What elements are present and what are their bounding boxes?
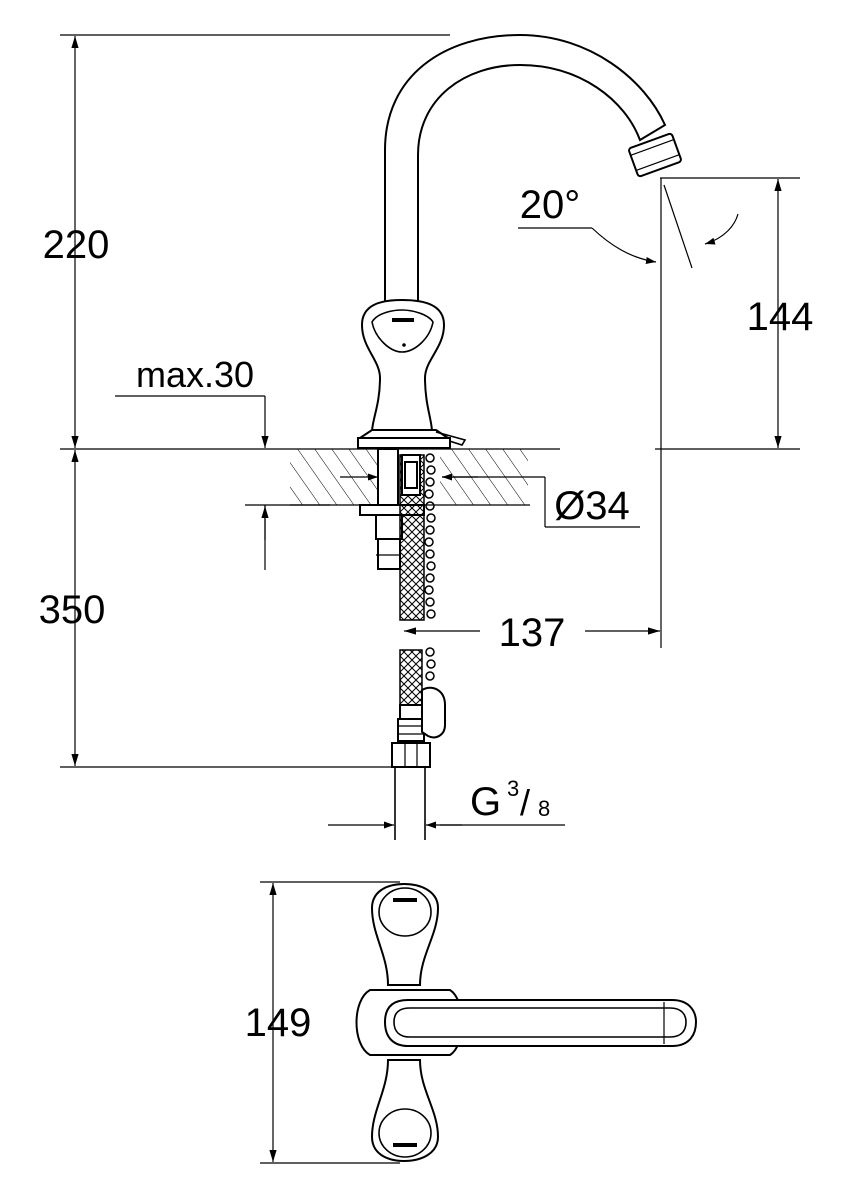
side-view: 220 350 max.30 xyxy=(39,33,814,840)
diameter-34-label: Ø34 xyxy=(554,484,630,528)
thread-denominator: 8 xyxy=(538,796,550,821)
angle-20-label: 20° xyxy=(520,183,581,227)
thread-g-label: G xyxy=(470,780,501,824)
dimension-350: 350 xyxy=(39,450,400,768)
dimension-144-label: 144 xyxy=(747,295,814,339)
dimension-350-label: 350 xyxy=(39,588,106,632)
dimension-thread: G 3 / 8 xyxy=(328,776,565,829)
dimension-137: 137 xyxy=(404,178,662,655)
dimension-149: 149 xyxy=(245,881,400,1164)
dimension-220: 220 xyxy=(43,34,450,448)
top-view: 149 xyxy=(245,881,698,1164)
dimension-220-label: 220 xyxy=(43,223,110,267)
dimension-max30: max.30 xyxy=(115,354,330,570)
dimension-137-label: 137 xyxy=(499,611,566,655)
thread-numerator: 3 xyxy=(507,776,519,801)
dimension-angle-20: 20° xyxy=(518,183,739,269)
faucet-body xyxy=(356,33,682,840)
dimension-144: 144 xyxy=(660,177,814,448)
hose-chain xyxy=(424,453,436,681)
dimension-149-label: 149 xyxy=(245,1001,312,1045)
thread-slash: / xyxy=(520,782,530,823)
max30-label: max.30 xyxy=(136,354,254,395)
dimension-diameter-34: Ø34 xyxy=(340,473,640,528)
